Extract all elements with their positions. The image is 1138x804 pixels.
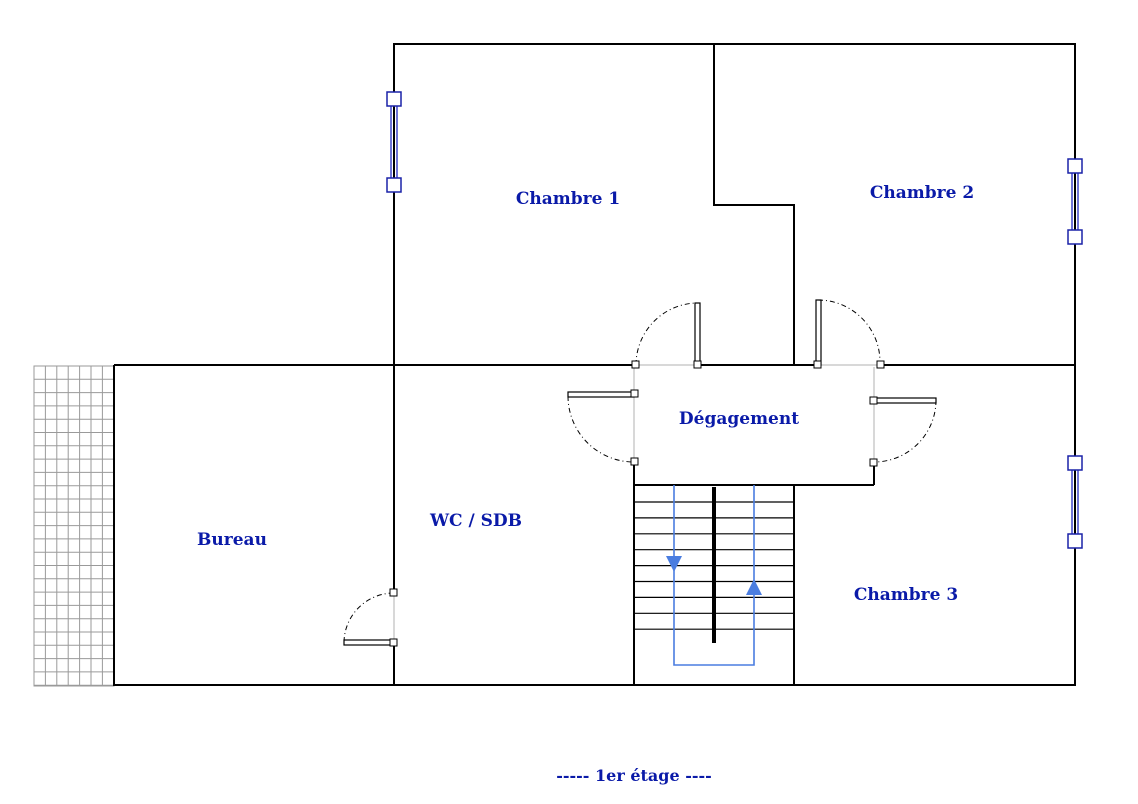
door-wc-sdb (567, 391, 635, 463)
label-chambre-3: Chambre 3 (854, 585, 958, 605)
door-chambre-1 (635, 302, 701, 366)
label-chambre-1: Chambre 1 (516, 189, 620, 209)
window-chambre-1 (386, 91, 402, 193)
floor-caption: ----- 1er étage ---- (556, 766, 712, 785)
window-chambre-3 (1067, 455, 1083, 549)
balcony-grid (33, 365, 115, 687)
window-chambre-2 (1067, 158, 1083, 245)
degagement-openings (393, 364, 880, 643)
windows (386, 91, 1083, 549)
label-degagement: Dégagement (679, 409, 799, 429)
door-chambre-2 (815, 299, 881, 366)
stair-up-arrow (746, 579, 762, 595)
room-labels: Chambre 1 Chambre 2 Dégagement WC / SDB … (197, 183, 974, 605)
staircase (634, 485, 794, 666)
door-bureau (343, 592, 395, 646)
label-chambre-2: Chambre 2 (870, 183, 974, 203)
label-bureau: Bureau (197, 530, 267, 550)
door-chambre-3 (873, 397, 937, 463)
doors (343, 299, 937, 647)
stair-down-arrow (666, 556, 682, 572)
label-wc-sdb: WC / SDB (429, 511, 522, 531)
